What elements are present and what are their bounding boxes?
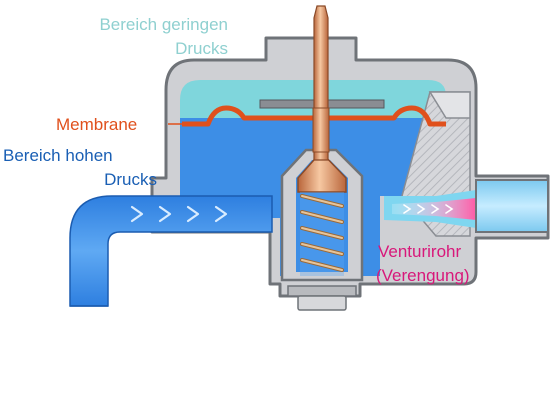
chevron-right-icon — [130, 205, 228, 223]
valve-cup — [297, 150, 347, 193]
coil-spring-icon — [300, 192, 344, 276]
high-pressure-label-line2: Drucks — [104, 170, 157, 189]
valve-rod — [312, 5, 330, 161]
adjusting-screw — [287, 285, 357, 311]
low-pressure-label-line1: Bereich geringen — [99, 15, 228, 34]
inlet-pipe — [69, 195, 273, 307]
high-pressure-label-line1: Bereich hohen — [3, 146, 113, 165]
venturi-label-line2: (Verengung) — [376, 266, 470, 285]
venturi-label-line1: Venturirohr — [378, 242, 462, 261]
venturi-flow-arrows — [403, 204, 454, 214]
low-pressure-label-line2: Drucks — [175, 39, 228, 58]
membrane-label: Membrane — [56, 115, 138, 134]
venturi-tube — [384, 179, 549, 233]
